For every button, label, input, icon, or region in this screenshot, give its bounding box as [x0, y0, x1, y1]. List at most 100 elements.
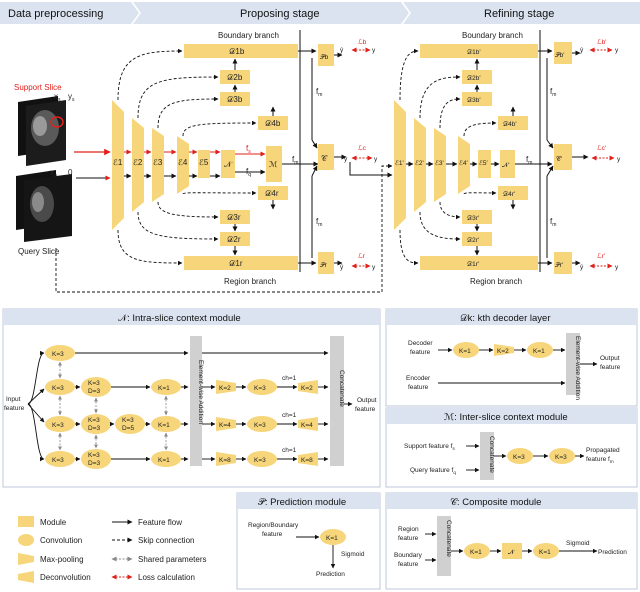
- legend: Module Convolution Max-pooling Deconvolu…: [18, 516, 206, 583]
- r-decoder-b1: [420, 44, 538, 58]
- stage-label-refining: Refining stage: [484, 8, 554, 20]
- inter-k3a: [507, 448, 533, 464]
- e1-label: ℰ1: [113, 158, 123, 167]
- intra-r2-k1: [151, 416, 181, 432]
- svg-text:K=3: K=3: [254, 385, 266, 392]
- svg-text:K=1: K=1: [459, 348, 471, 355]
- intra-r1-k3b: [247, 379, 277, 395]
- intra-r3-k3b: [247, 451, 277, 467]
- prediction-output: Prediction: [316, 571, 345, 578]
- e4-label: ℰ4: [178, 158, 188, 167]
- encoder-e2: [132, 118, 144, 212]
- intra-concat-bar: [330, 336, 344, 466]
- inter-m: [266, 146, 282, 182]
- legend-flow: Feature flow: [138, 518, 182, 527]
- p-yr: y: [372, 264, 376, 271]
- decoder-b3: [220, 92, 250, 106]
- svg-text:D=3: D=3: [88, 388, 100, 395]
- pred-b-label: 𝒫b: [320, 54, 329, 61]
- svg-text:K=1: K=1: [158, 422, 170, 429]
- svg-text:ch=1: ch=1: [282, 447, 297, 454]
- intra-r1-deconv: [298, 380, 318, 394]
- decoder-k1a: [453, 342, 479, 358]
- p-yr-hat: ŷ: [340, 264, 344, 271]
- context-n-label: 𝒩: [224, 160, 233, 169]
- r-decoder-r4: [498, 186, 528, 200]
- intra-r2-k3: [45, 416, 75, 432]
- r-yr-hat: ŷ: [580, 264, 584, 271]
- svg-text:K=2: K=2: [497, 348, 509, 355]
- legend-skip: Skip connection: [138, 536, 194, 545]
- r-decoder-b4-label: 𝒟4b': [503, 121, 517, 128]
- intra-r2-k3d3: [81, 414, 111, 434]
- r-decoder-r3-label: 𝒟3r': [467, 215, 479, 222]
- r-e2-label: ℰ2': [415, 159, 424, 167]
- r-decoder-r3: [462, 210, 492, 224]
- fmb-label: fm: [316, 87, 322, 98]
- r-composite-c: [554, 144, 572, 170]
- r-decoder-b2: [462, 70, 492, 84]
- legend-pool: Max-pooling: [40, 555, 84, 564]
- legend-module: Module: [40, 518, 67, 527]
- svg-text:K=1: K=1: [158, 457, 170, 464]
- decoder-b4-label: 𝒟4b: [265, 119, 281, 128]
- svg-text:K=3: K=3: [52, 385, 64, 392]
- inter-title: ℳ: Inter-slice context module: [444, 412, 568, 423]
- r-decoder-r4-label: 𝒟4r': [503, 191, 515, 198]
- intra-r2-deconv: [298, 417, 318, 431]
- r-pred-b-label: 𝒫b': [555, 52, 565, 59]
- svg-text:K=1: K=1: [326, 535, 338, 542]
- svg-text:K=4: K=4: [301, 422, 313, 429]
- svg-text:K=1: K=1: [158, 385, 170, 392]
- pred-b: [318, 44, 334, 66]
- composite-n: [502, 543, 522, 559]
- stage-label-proposing: Proposing stage: [240, 8, 320, 20]
- prediction-sigmoid: Sigmoid: [341, 551, 365, 558]
- fmr-label: fm: [316, 217, 322, 228]
- svg-text:K=3: K=3: [52, 351, 64, 358]
- r-e3-label: ℰ3': [435, 159, 444, 167]
- r-encoder-e2: [414, 118, 426, 212]
- context-n: [221, 150, 235, 178]
- decoder-deconv: [494, 344, 514, 356]
- encoder-e4: [177, 136, 189, 194]
- intra-r3-pool: [216, 452, 236, 466]
- decoder-r2-label: 𝒟2r: [227, 235, 241, 244]
- svg-text:K=3: K=3: [254, 422, 266, 429]
- r-encoder-e4: [458, 136, 470, 194]
- support-slice-image: [18, 96, 66, 166]
- query-bypass-connection: [55, 163, 393, 293]
- legend-deconv: Deconvolution: [40, 573, 91, 582]
- legend-conv: Convolution: [40, 536, 82, 545]
- r-encoder-e3: [434, 128, 446, 202]
- r-boundary-branch-label: Boundary branch: [462, 31, 523, 40]
- r-pred-r: [554, 252, 572, 274]
- pred-r: [318, 252, 334, 274]
- legend-shared: Shared parameters: [138, 555, 206, 564]
- r-region-branch-label: Region branch: [470, 277, 522, 286]
- r-decoder-r2: [462, 232, 492, 246]
- encoder-e3: [152, 128, 164, 202]
- stage-banners: Data preprocessing Proposing stage Refin…: [0, 2, 640, 24]
- decoder-r4: [258, 186, 288, 200]
- stage-banner-preprocessing: [0, 2, 139, 24]
- xq-label: xq: [50, 168, 57, 179]
- query-slice-image: [16, 170, 72, 242]
- fm-label: fm: [292, 155, 298, 166]
- r-decoder-b2-label: 𝒟2b': [467, 75, 481, 82]
- inter-query-label: Query feature fq: [410, 467, 456, 475]
- proposing-network: ℰ1 ℰ2 ℰ3 ℰ4 ℰ5 𝒩 ℳ fs fq fm: [55, 30, 393, 293]
- r-encoder-e1: [394, 100, 406, 230]
- stage-label-preprocessing: Data preprocessing: [8, 8, 103, 20]
